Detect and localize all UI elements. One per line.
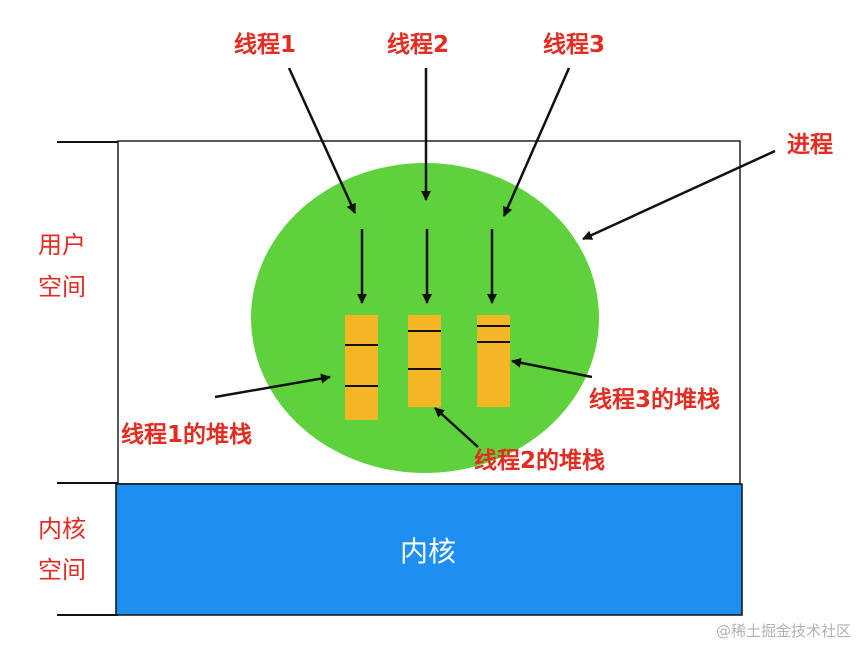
thread-2-stack bbox=[408, 315, 441, 407]
thread-2-stack-label: 线程2的堆栈 bbox=[474, 447, 605, 474]
user-space-label-line1: 用户 bbox=[38, 231, 86, 259]
thread-1-stack-label: 线程1的堆栈 bbox=[121, 421, 252, 448]
thread-1-arrow bbox=[287, 67, 357, 214]
kernel-space-label-line1: 内核 bbox=[38, 515, 86, 543]
thread-3-stack bbox=[477, 315, 510, 407]
thread-3-label: 线程3 bbox=[543, 31, 605, 58]
kernel-space-label-line2: 空间 bbox=[38, 556, 86, 584]
thread-1-stack bbox=[345, 315, 378, 420]
thread-2-stack-arrow bbox=[434, 407, 479, 448]
watermark: @稀土掘金技术社区 bbox=[716, 622, 851, 640]
kernel-box bbox=[115, 483, 743, 616]
thread-3-arrow bbox=[502, 67, 571, 217]
process-arrow bbox=[582, 149, 776, 241]
user-space-label-line2: 空间 bbox=[38, 273, 86, 301]
process-label: 进程 bbox=[787, 132, 833, 158]
kernel-label: 内核 bbox=[400, 535, 456, 568]
thread-3-stack-label: 线程3的堆栈 bbox=[589, 386, 720, 413]
thread-1-stack-arrow bbox=[214, 373, 331, 399]
thread-1-label: 线程1 bbox=[234, 31, 296, 58]
thread-3-stack-arrow bbox=[511, 357, 593, 379]
thread-2-label: 线程2 bbox=[387, 31, 449, 58]
